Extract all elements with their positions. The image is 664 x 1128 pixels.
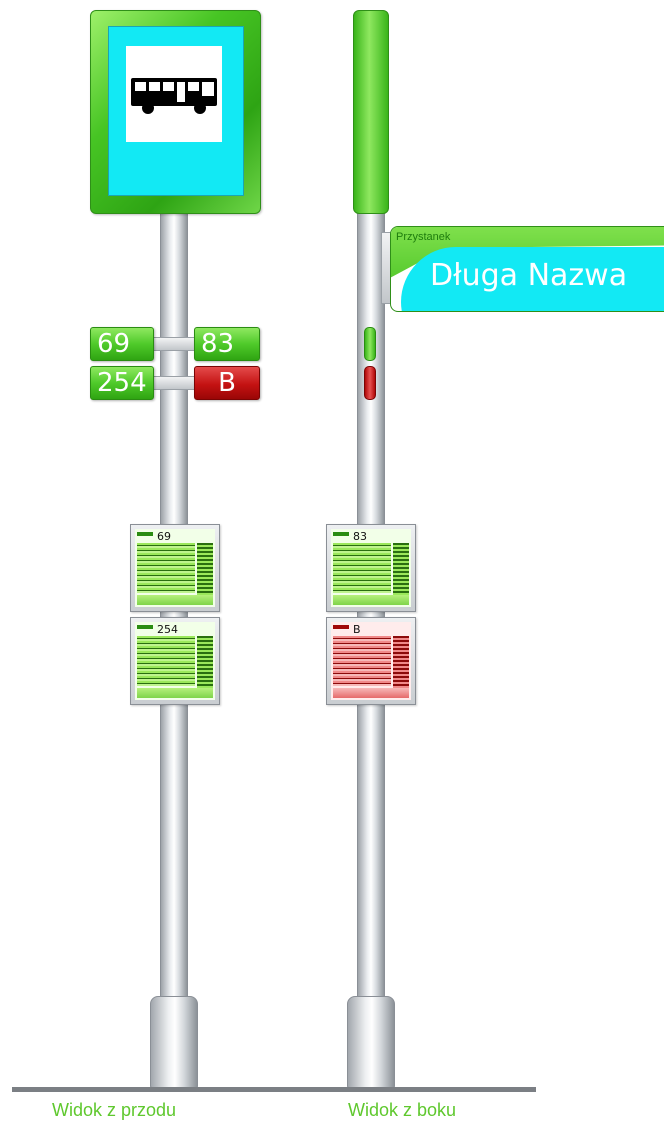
line-indicator-green <box>364 327 376 361</box>
timetable-footer <box>137 595 213 605</box>
timetable-stops-list <box>393 636 409 688</box>
timetable-sheet: B <box>331 622 411 700</box>
bus-icon <box>131 78 217 114</box>
timetable-board-83: 83 <box>326 524 416 612</box>
caption-front-view: Widok z przodu <box>52 1100 177 1120</box>
timetable-header-mark <box>333 532 349 536</box>
caption-side-view: Widok z boku <box>348 1100 457 1120</box>
timetable-sheet: 254 <box>135 622 215 700</box>
stop-name-board <box>390 226 664 312</box>
line-tag-254: 254 <box>90 366 154 400</box>
timetable-line-number: 254 <box>157 623 178 636</box>
timetable-footer <box>333 688 409 698</box>
timetable-sheet: 69 <box>135 529 215 607</box>
timetable-departures <box>137 543 195 593</box>
line-tag-83: 83 <box>194 327 260 361</box>
line-tag-69: 69 <box>90 327 154 361</box>
line-tag-b: B <box>194 366 260 400</box>
timetable-stops-list <box>393 543 409 595</box>
timetable-header-mark <box>333 625 349 629</box>
timetable-stops-list <box>197 543 213 595</box>
front-pole-base <box>150 996 198 1088</box>
timetable-departures <box>333 543 391 593</box>
timetable-footer <box>333 595 409 605</box>
bus-stop-sign-side <box>353 10 389 214</box>
timetable-stops-list <box>197 636 213 688</box>
timetable-header-mark <box>137 532 153 536</box>
timetable-sheet: 83 <box>331 529 411 607</box>
timetable-footer <box>137 688 213 698</box>
line-indicator-red <box>364 366 376 400</box>
timetable-board-69: 69 <box>130 524 220 612</box>
stop-name-board-cyan <box>401 247 664 311</box>
side-pole-base <box>347 996 395 1088</box>
timetable-departures <box>137 636 195 686</box>
timetable-board-254: 254 <box>130 617 220 705</box>
stop-label: Przystanek <box>396 231 451 243</box>
timetable-line-number: B <box>353 623 361 636</box>
timetable-line-number: 69 <box>157 530 171 543</box>
timetable-board-b: B <box>326 617 416 705</box>
timetable-header-mark <box>137 625 153 629</box>
timetable-departures <box>333 636 391 686</box>
timetable-line-number: 83 <box>353 530 367 543</box>
stop-name: Długa Nazwa <box>430 258 628 293</box>
ground-line <box>12 1087 536 1092</box>
